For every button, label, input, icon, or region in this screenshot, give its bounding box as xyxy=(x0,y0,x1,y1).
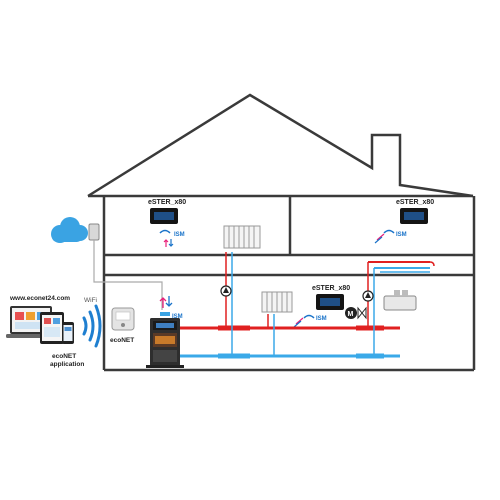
thermostat-ground-wave xyxy=(303,314,315,319)
house-outline xyxy=(87,93,476,372)
thermostat-upper-left-wave xyxy=(159,229,171,234)
router-cable xyxy=(93,240,163,310)
thermostat-upper-right-ism: ISM xyxy=(396,232,407,238)
thermostat-upper-left-ism: ISM xyxy=(174,232,185,238)
thermostat-ground: eSTER_x80 ISM xyxy=(293,285,350,328)
thermostat-upper-right-wave xyxy=(383,229,395,234)
app-label-line2: application xyxy=(50,361,84,368)
wifi-label: WiFi xyxy=(84,297,97,304)
return-pipes xyxy=(180,252,430,359)
radiator-ground xyxy=(261,291,293,313)
svg-text:M: M xyxy=(348,311,354,318)
roof xyxy=(87,93,474,198)
thermostat-upper-right: eSTER_x80 ISM xyxy=(374,199,434,244)
boiler-unit xyxy=(146,318,184,368)
pump-upper xyxy=(220,285,232,297)
devices-group: www.econet24.com ecoNET application xyxy=(6,295,84,368)
econet-module: ecoNET xyxy=(110,307,135,344)
app-label-line1: ecoNET xyxy=(52,353,76,360)
thermostat-ground-name: eSTER_x80 xyxy=(312,285,350,292)
thermostat-ground-ism: ISM xyxy=(316,316,327,322)
website-label: www.econet24.com xyxy=(9,295,70,302)
radiator-upper xyxy=(223,225,261,249)
boiler-ism-module: ISM xyxy=(160,312,183,320)
thermostat-upper-right-arrows xyxy=(374,233,385,244)
econet-module-label: ecoNET xyxy=(110,337,134,344)
thermostat-upper-right-name: eSTER_x80 xyxy=(396,199,434,206)
pump-right xyxy=(362,290,374,302)
router-icon xyxy=(88,223,100,241)
tablet-icon xyxy=(40,312,64,344)
thermostat-ground-arrows xyxy=(293,317,304,328)
mixing-valve: M xyxy=(345,306,367,320)
boiler-signal-arrows xyxy=(159,296,173,308)
wifi-icon xyxy=(82,304,102,348)
thermostat-upper-left-name: eSTER_x80 xyxy=(148,199,186,206)
thermostat-upper-left-arrows xyxy=(163,239,174,247)
boiler-ism-label: ISM xyxy=(172,314,183,320)
cloud-icon xyxy=(51,217,88,243)
thermostat-upper-left: eSTER_x80 ISM xyxy=(148,199,186,247)
phone-icon xyxy=(62,322,74,344)
water-heater xyxy=(383,290,417,311)
floor-heating-loops xyxy=(380,261,435,273)
